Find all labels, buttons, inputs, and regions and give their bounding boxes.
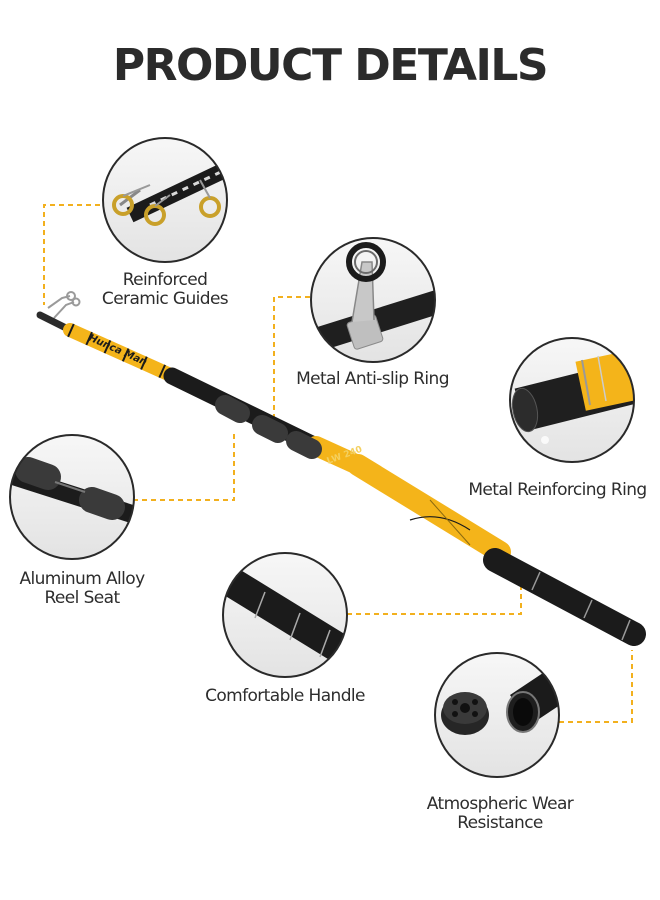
feature-label-anti-slip-ring: Metal Anti-slip Ring bbox=[296, 369, 449, 389]
connector-handle bbox=[347, 582, 522, 615]
reel-seat-icon bbox=[9, 434, 135, 560]
rod-tip-guides-icon bbox=[47, 291, 81, 319]
ceramic-guides-icon bbox=[102, 137, 228, 263]
feature-label-handle: Comfortable Handle bbox=[205, 686, 365, 706]
fishing-rod: Hunca Man LW 240 bbox=[36, 291, 646, 646]
connector-end-cap bbox=[559, 650, 633, 723]
connector-reel-seat bbox=[133, 433, 235, 501]
page-title: PRODUCT DETAILS bbox=[112, 40, 549, 91]
feature-label-end-cap: Atmospheric Wear Resistance bbox=[426, 794, 574, 833]
connector-anti-slip-ring bbox=[273, 296, 310, 418]
connector-ceramic-guides bbox=[43, 204, 100, 305]
connector-lines bbox=[43, 204, 633, 723]
feature-label-ceramic-guides: Reinforced Ceramic Guides bbox=[101, 270, 229, 309]
rod-brand-text: Hunca Man bbox=[87, 333, 149, 369]
reinforcing-ring-icon bbox=[509, 337, 635, 463]
feature-label-reinforcing-ring: Metal Reinforcing Ring bbox=[468, 480, 647, 500]
end-cap-icon bbox=[434, 652, 560, 778]
handle-icon bbox=[222, 552, 348, 678]
anti-slip-ring-icon bbox=[310, 237, 436, 363]
feature-label-reel-seat: Aluminum Alloy Reel Seat bbox=[19, 569, 145, 608]
